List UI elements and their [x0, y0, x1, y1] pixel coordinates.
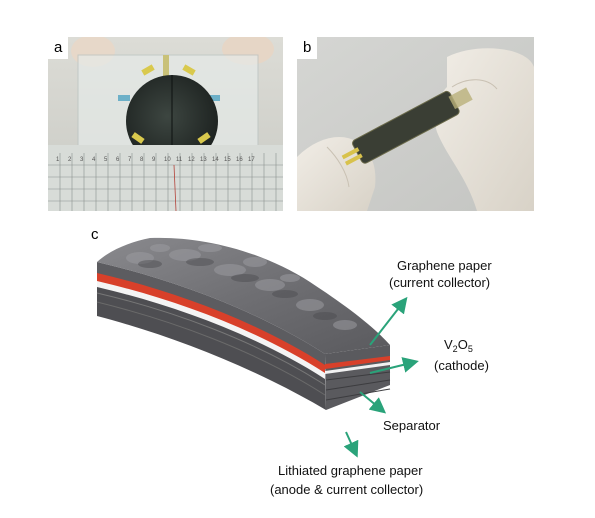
ruler-grid: [48, 153, 283, 211]
arrow-separator: [359, 391, 387, 414]
ruler-tick: 9: [152, 157, 156, 163]
ruler-tick: 4: [92, 157, 96, 163]
cathode-layer: [97, 272, 325, 373]
panel-letter-c: c: [91, 226, 99, 243]
surface-texture: [126, 244, 357, 330]
arrow-cathode: [369, 357, 419, 374]
photo-a-illustration: 1 2 3 4 5 6 7 8 9 10 11 12 13 14 15 16 1…: [48, 37, 283, 211]
arrow-graphene: [369, 296, 408, 346]
separator-layer: [97, 280, 325, 379]
panel-letter-b: b: [297, 37, 318, 59]
label-lithiated-line1: Lithiated graphene paper: [278, 463, 423, 478]
ruler-tick: 6: [116, 157, 120, 163]
photo-panel-b: b: [297, 37, 534, 211]
ruler-tick: 1: [56, 157, 60, 163]
ruler-tick: 13: [200, 157, 207, 163]
ruler-tick: 14: [212, 157, 219, 163]
photo-b-illustration: [297, 37, 534, 211]
ruler-tick: 12: [188, 157, 195, 163]
ruler-tick: 11: [176, 157, 183, 163]
label-lithiated-line2: (anode & current collector): [270, 482, 423, 497]
anode-layer: [97, 283, 326, 410]
ruler-tick: 5: [104, 157, 108, 163]
label-graphene-line2: (current collector): [389, 275, 490, 290]
ruler-tick: 15: [224, 157, 231, 163]
ruler-tick: 16: [236, 157, 243, 163]
label-graphene-line1: Graphene paper: [397, 258, 492, 273]
panel-letter-a: a: [48, 37, 69, 59]
ruler-tick: 8: [140, 157, 144, 163]
label-cathode: (cathode): [434, 358, 489, 373]
ruler-tick: 17: [248, 157, 255, 163]
arrow-anode: [343, 431, 359, 458]
graphene-edge: [97, 262, 325, 365]
ruler-tick: 3: [80, 157, 84, 163]
photo-panel-a: 1 2 3 4 5 6 7 8 9 10 11 12 13 14 15 16 1…: [48, 37, 283, 211]
ruler-tick-labels: 1 2 3 4 5 6 7 8 9 10 11 12 13 14 15 16 1…: [56, 157, 255, 163]
label-v2o5: V2O5: [444, 337, 473, 354]
ruler-tick: 2: [68, 157, 72, 163]
ruler-tick: 10: [164, 157, 171, 163]
ruler-tick: 7: [128, 157, 132, 163]
label-separator: Separator: [383, 418, 441, 433]
graphene-top-surface: [97, 237, 390, 354]
